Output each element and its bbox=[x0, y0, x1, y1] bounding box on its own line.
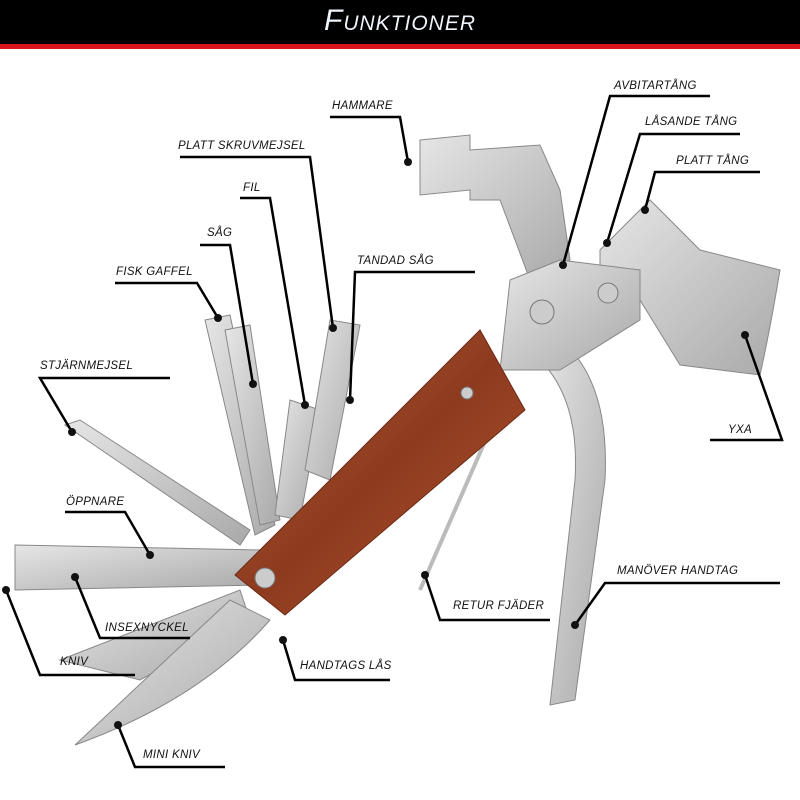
header-accent-line bbox=[0, 44, 800, 49]
tool-parts bbox=[14, 134, 781, 746]
mini-knife-blade bbox=[74, 599, 271, 746]
label-knife: KNIV bbox=[60, 656, 89, 668]
label-file: FIL bbox=[243, 182, 261, 194]
label-fish-fork: FISK GAFFEL bbox=[116, 266, 193, 278]
hammer-shape bbox=[419, 134, 571, 281]
return-spring-shape bbox=[418, 429, 492, 591]
label-flat-screwdriver: PLATT SKRUVMEJSEL bbox=[178, 140, 306, 152]
axe-shape bbox=[599, 199, 781, 376]
header-bar bbox=[0, 0, 800, 44]
label-handle-lock: HANDTAGS LÅS bbox=[300, 660, 392, 672]
label-hammer: HAMMARE bbox=[332, 100, 393, 112]
label-axe: YXA bbox=[728, 424, 752, 436]
saw-blade bbox=[224, 324, 281, 526]
label-saw: SÅG bbox=[207, 227, 233, 239]
head-rivet-1 bbox=[529, 299, 555, 325]
head-rivet-2 bbox=[597, 282, 619, 304]
label-serrated-saw: TANDAD SÅG bbox=[357, 255, 434, 267]
label-return-spring: RETUR FJÄDER bbox=[453, 600, 545, 612]
handle-rivet bbox=[460, 386, 474, 400]
operating-handle-shape bbox=[539, 339, 606, 706]
label-flat-pliers: PLATT TÅNG bbox=[676, 155, 750, 167]
label-operating-handle: MANÖVER HANDTAG bbox=[617, 565, 739, 577]
head-plate bbox=[499, 259, 641, 371]
page-title: Funktioner bbox=[324, 4, 476, 37]
label-locking-pliers: LÅSANDE TÅNG bbox=[645, 116, 738, 128]
label-mini-knife: MINI KNIV bbox=[143, 749, 201, 761]
label-opener: ÖPPNARE bbox=[66, 496, 125, 508]
wooden-handle bbox=[234, 329, 526, 616]
leader-dots bbox=[2, 158, 749, 729]
opener-hexkey-shape bbox=[14, 544, 261, 591]
handle-lock-screw bbox=[254, 567, 276, 589]
leader-lines bbox=[4, 94, 784, 769]
label-wire-cutter: AVBITARTÅNG bbox=[614, 80, 697, 92]
phillips-blade bbox=[63, 419, 251, 546]
label-phillips: STJÄRNMEJSEL bbox=[40, 360, 134, 372]
label-hex-key: INSEXNYCKEL bbox=[105, 622, 189, 634]
